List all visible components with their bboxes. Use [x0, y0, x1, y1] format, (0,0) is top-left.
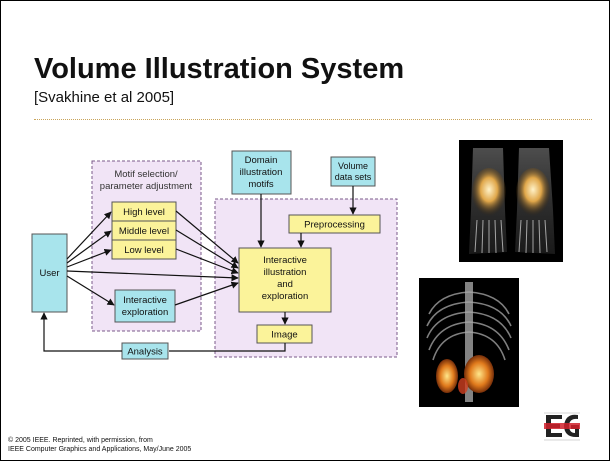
volume-data-line1: Volume	[338, 161, 368, 171]
domain-motifs-line3: motifs	[248, 179, 274, 190]
interactive-exploration-box	[114, 289, 176, 323]
user-label: User	[39, 268, 59, 279]
interactive-illustration-line4: exploration	[262, 291, 308, 302]
eurographics-logo-icon	[544, 412, 580, 441]
interactive-exploration-line1: Interactive	[123, 295, 167, 306]
slide-title: Volume Illustration System	[34, 53, 405, 85]
volume-data-box	[330, 156, 376, 187]
volume-data-line2: data sets	[335, 172, 372, 182]
preprocessing-label: Preprocessing	[304, 220, 365, 231]
copyright-line-2: IEEE Computer Graphics and Applications,…	[8, 446, 192, 453]
title-divider	[34, 119, 592, 120]
interactive-illustration-box	[238, 247, 332, 313]
interactive-exploration-line2: exploration	[122, 307, 168, 318]
domain-motifs-line1: Domain	[245, 155, 278, 166]
image-label: Image	[271, 330, 297, 341]
user-box	[31, 233, 68, 313]
interactive-illustration-line1: Interactive	[263, 255, 307, 266]
middle-level-label: Middle level	[119, 226, 169, 237]
diagram-arrows	[40, 186, 357, 352]
interactive-illustration-line3: and	[277, 279, 293, 290]
volume-rendering-torso-image	[419, 278, 519, 407]
interactive-illustration-line2: illustration	[264, 267, 307, 278]
feet-rendering-icon	[459, 140, 563, 262]
copyright-notice: © 2005 IEEE. Reprinted, with permission,…	[8, 436, 191, 454]
low-level-label: Low level	[124, 245, 164, 256]
volume-rendering-feet-image	[459, 140, 563, 262]
high-level-label: High level	[123, 207, 165, 218]
analysis-label: Analysis	[127, 347, 163, 358]
preprocessing-box	[288, 214, 381, 234]
torso-rendering-icon	[419, 278, 519, 407]
domain-motifs-line2: illustration	[240, 167, 283, 178]
motif-group-label-line1: Motif selection/	[114, 169, 178, 180]
copyright-line-1: © 2005 IEEE. Reprinted, with permission,…	[8, 437, 153, 444]
slide-subtitle: [Svakhine et al 2005]	[34, 89, 175, 106]
domain-motifs-box	[231, 150, 292, 195]
motif-group-label-line2: parameter adjustment	[100, 181, 193, 192]
